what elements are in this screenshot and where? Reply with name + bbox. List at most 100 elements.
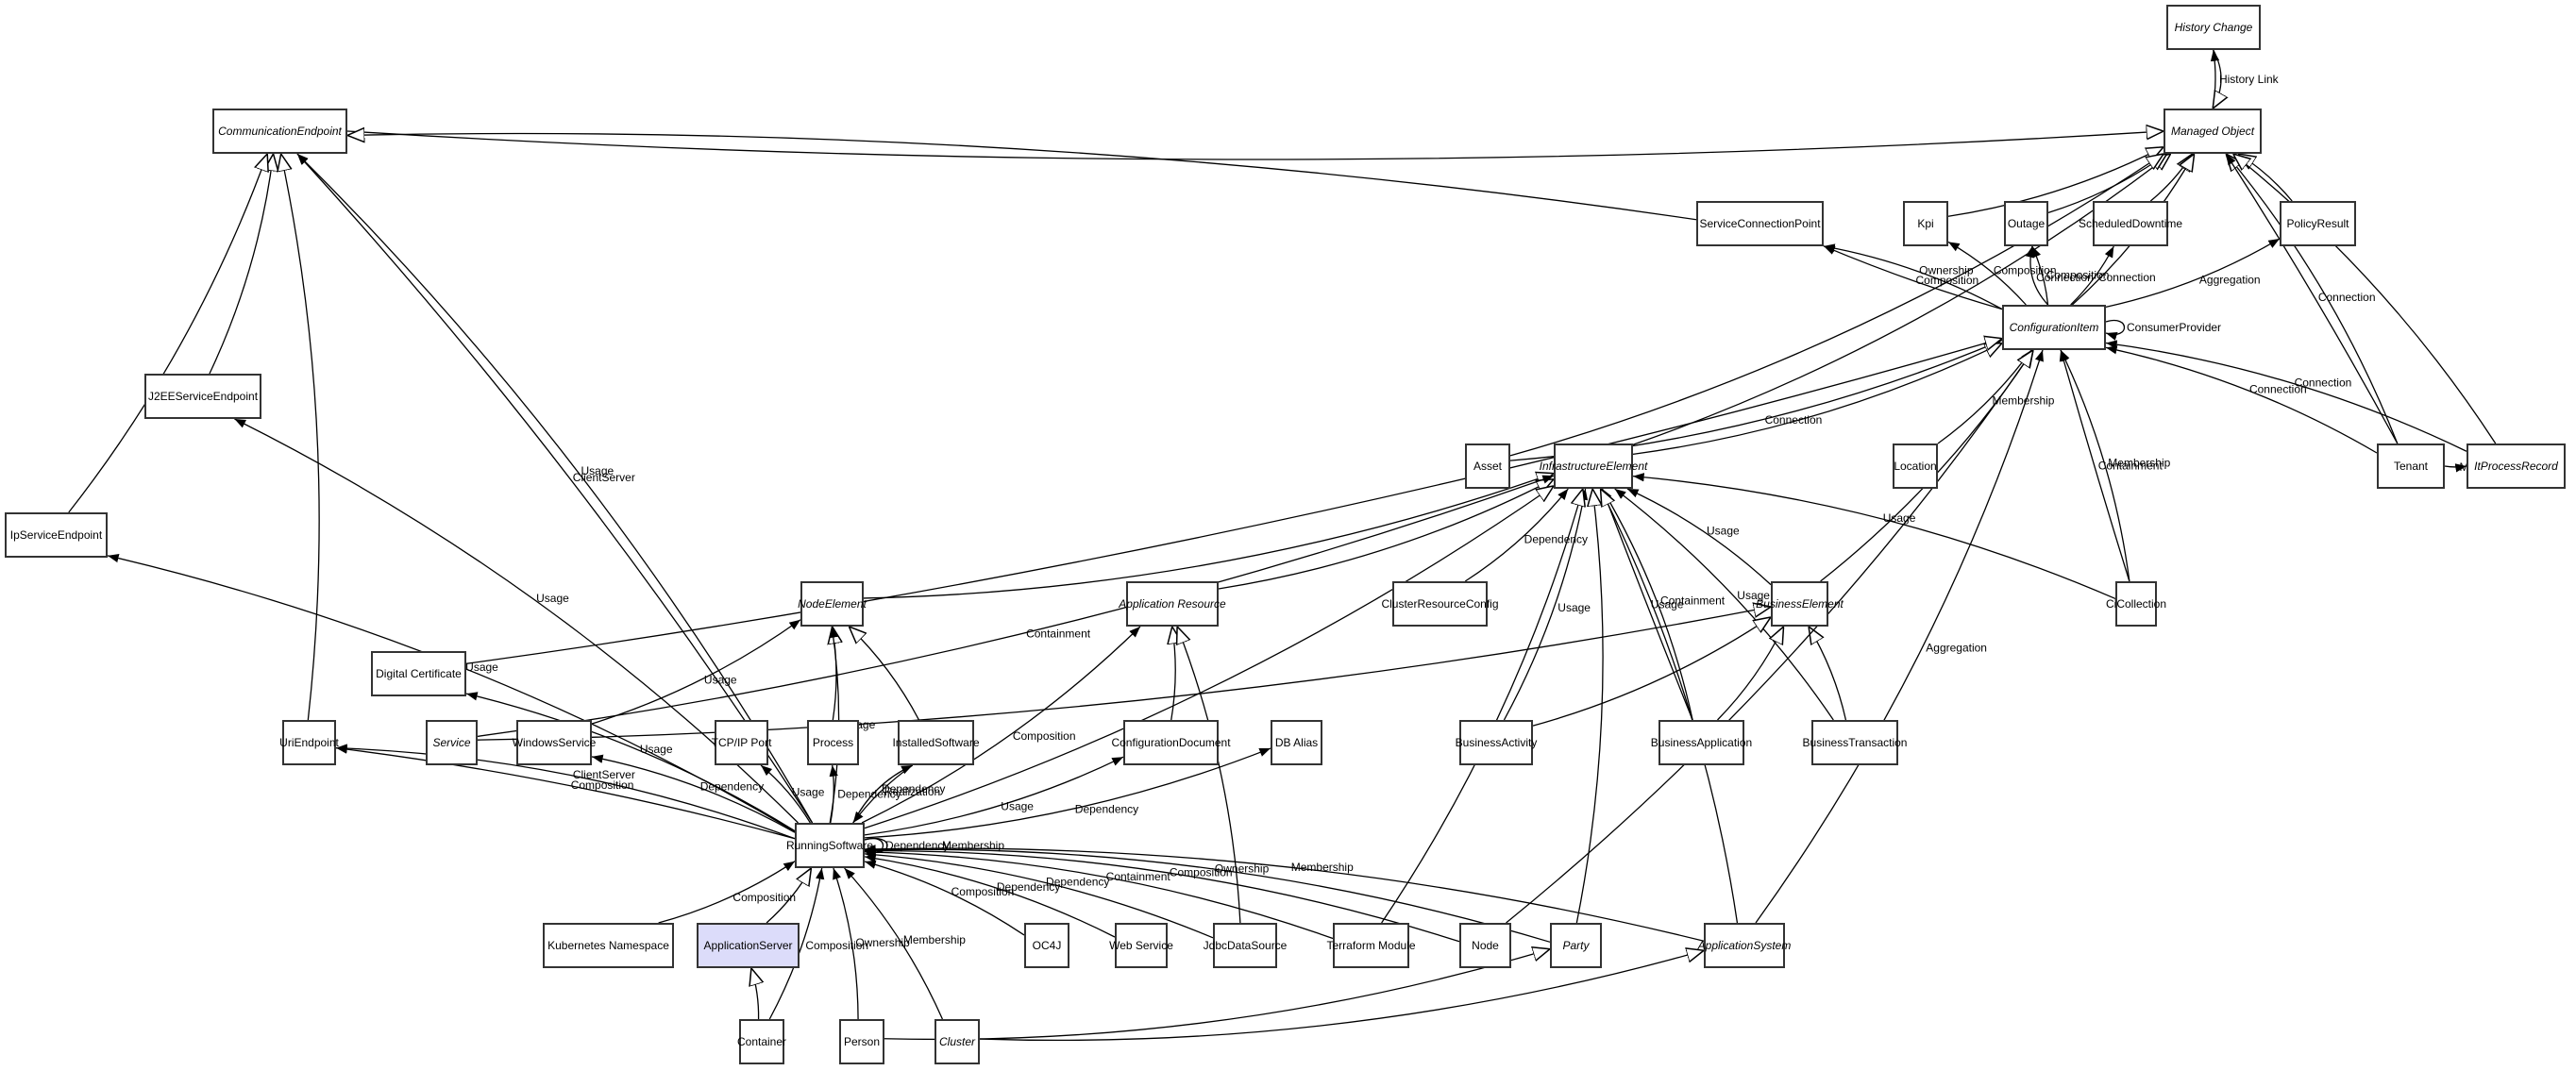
class-node-label: Outage [2007, 217, 2046, 230]
association-edge [864, 845, 1705, 942]
class-node-history-change[interactable]: History Change [2166, 5, 2261, 50]
class-node-db-alias[interactable]: DB Alias [1271, 720, 1322, 765]
class-node-tcp-ip-port[interactable]: TCP/IP Port [712, 720, 771, 765]
class-node-business-element[interactable]: BusinessElement [1756, 581, 1844, 627]
class-node-label: Process [812, 736, 854, 749]
class-node-terraform-module[interactable]: Terraform Module [1326, 923, 1416, 968]
edge-label: Membership [2108, 457, 2170, 470]
class-node-infrastructure-element[interactable]: InfrastructureElement [1540, 443, 1647, 489]
class-node-configuration-document[interactable]: ConfigurationDocument [1111, 720, 1231, 765]
class-node-container[interactable]: Container [737, 1019, 786, 1064]
class-node-installed-software[interactable]: InstalledSoftware [892, 720, 980, 765]
edge-label: Ownership [1215, 862, 1270, 876]
association-edge [1509, 339, 2003, 461]
class-node-configuration-item[interactable]: ConfigurationItem [2002, 305, 2106, 350]
class-node-tenant[interactable]: Tenant [2377, 443, 2445, 489]
class-node-cluster[interactable]: Cluster [934, 1019, 980, 1064]
inheritance-edge [751, 968, 759, 1020]
class-node-communication-endpoint[interactable]: CommunicationEndpoint [212, 109, 347, 154]
class-node-label: Kubernetes Namespace [547, 939, 669, 952]
association-edge [864, 747, 1271, 839]
class-node-service-connection-point[interactable]: ServiceConnectionPoint [1696, 201, 1824, 246]
class-node-jdbc-data-source[interactable]: JdbcDataSource [1204, 923, 1287, 968]
edge-label: ClientServer [573, 768, 635, 781]
class-node-person[interactable]: Person [839, 1019, 884, 1064]
edge-label: Dependency [837, 788, 901, 801]
association-edge [1626, 488, 1772, 586]
class-node-asset[interactable]: Asset [1465, 443, 1510, 489]
inheritance-edge [1171, 627, 1175, 721]
class-node-label: Cluster [938, 1035, 975, 1048]
class-node-application-system[interactable]: ApplicationSystem [1698, 923, 1791, 968]
class-node-label: CiCollection [2105, 597, 2167, 611]
class-node-node[interactable]: Node [1459, 923, 1511, 968]
inheritance-edge [1532, 617, 1771, 727]
association-edge [1947, 241, 2027, 306]
class-node-application-server[interactable]: ApplicationServer [697, 923, 800, 968]
association-edge [2105, 340, 2467, 452]
inheritance-edge [2238, 154, 2293, 202]
association-edge [477, 475, 1555, 737]
inheritance-edge [1601, 489, 1739, 924]
association-edge [2210, 49, 2220, 109]
class-node-label: Managed Object [2170, 125, 2255, 138]
edge-label: Usage [1557, 601, 1591, 614]
class-node-label: UriEndpoint [279, 736, 339, 749]
class-node-it-process-record[interactable]: ItProcessRecord [2467, 443, 2566, 489]
class-node-outage[interactable]: Outage [2004, 201, 2048, 246]
class-node-j2eeservice-endpoint[interactable]: J2EEServiceEndpoint [144, 374, 261, 419]
class-node-label: Location [1894, 460, 1937, 473]
class-node-label: WindowsService [512, 736, 597, 749]
class-node-business-activity[interactable]: BusinessActivity [1456, 720, 1537, 765]
class-node-application-resource[interactable]: Application Resource [1119, 581, 1226, 627]
inheritance-edge [477, 607, 1771, 741]
inheritance-edge [1218, 479, 1554, 590]
class-node-windows-service[interactable]: WindowsService [513, 720, 596, 765]
class-node-business-application[interactable]: BusinessApplication [1651, 720, 1752, 765]
class-node-party[interactable]: Party [1550, 923, 1602, 968]
association-edge [2105, 345, 2378, 454]
class-node-business-transaction[interactable]: BusinessTransaction [1803, 720, 1907, 765]
class-node-ip-service-endpoint[interactable]: IpServiceEndpoint [5, 512, 108, 558]
class-node-label: DB Alias [1274, 736, 1319, 749]
class-node-node-element[interactable]: NodeElement [798, 581, 867, 627]
class-node-label: PolicyResult [2286, 217, 2349, 230]
edge-label: Usage [581, 464, 615, 477]
edge-label: Containment [1660, 594, 1726, 608]
edge-label: Usage [640, 743, 673, 756]
association-edge [591, 754, 796, 833]
edge-label: Usage [1737, 589, 1770, 602]
inheritance-edge [281, 154, 320, 721]
class-node-uri-endpoint[interactable]: UriEndpoint [279, 720, 339, 765]
class-node-label: Kpi [1917, 217, 1934, 230]
class-node-kubernetes-namespace[interactable]: Kubernetes Namespace [543, 923, 674, 968]
class-node-managed-object[interactable]: Managed Object [2164, 109, 2262, 154]
class-node-kpi[interactable]: Kpi [1903, 201, 1948, 246]
inheritance-edge [209, 154, 274, 375]
association-edge [1503, 488, 1589, 721]
class-node-running-software[interactable]: RunningSoftware [786, 823, 873, 868]
inheritance-edge [2213, 49, 2221, 109]
class-node-policy-result[interactable]: PolicyResult [2280, 201, 2356, 246]
class-node-label: ScheduledDowntime [2078, 217, 2183, 230]
class-node-oc4j[interactable]: OC4J [1024, 923, 1069, 968]
class-node-label: ConfigurationDocument [1111, 736, 1231, 749]
class-node-scheduled-downtime[interactable]: ScheduledDowntime [2079, 201, 2182, 246]
class-node-ci-collection[interactable]: CiCollection [2106, 581, 2166, 627]
class-node-cluster-resource-config[interactable]: ClusterResourceConfig [1381, 581, 1499, 627]
class-node-location[interactable]: Location [1893, 443, 1938, 489]
class-node-digital-certificate[interactable]: Digital Certificate [371, 651, 466, 696]
class-node-web-service[interactable]: Web Service [1109, 923, 1173, 968]
association-edge [1755, 349, 2044, 924]
inheritance-edge [1809, 627, 1847, 721]
association-edge [335, 745, 796, 840]
edge-label: Dependency [1524, 532, 1588, 545]
edge-label: Aggregation [2199, 274, 2261, 287]
class-node-label: Person [843, 1035, 881, 1048]
class-node-service[interactable]: Service [426, 720, 478, 765]
class-node-label: Tenant [2393, 460, 2429, 473]
association-edge [2070, 245, 2114, 306]
association-edge [852, 764, 914, 824]
class-node-process[interactable]: Process [807, 720, 859, 765]
association-edge [1614, 488, 1834, 721]
